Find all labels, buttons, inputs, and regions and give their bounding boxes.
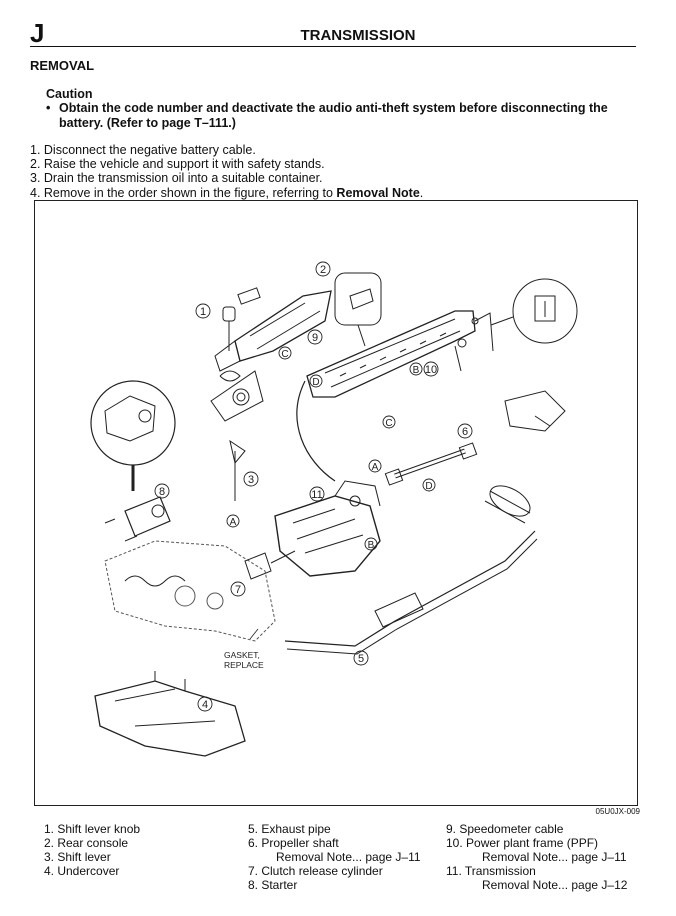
caution-heading: Caution: [46, 87, 93, 101]
svg-text:4: 4: [202, 699, 208, 711]
step-4-suffix: .: [419, 185, 424, 200]
callout-3: 3: [243, 471, 259, 487]
callout-9: 9: [307, 329, 323, 345]
legend-item: 5. Exhaust pipe: [248, 822, 331, 836]
section-heading: REMOVAL: [30, 58, 95, 73]
letter-d-2: D: [422, 478, 436, 492]
letter-b-2: B: [409, 362, 423, 376]
letter-d-1: D: [309, 374, 323, 388]
legend-column-1: 1. Shift lever knob 2. Rear console 3. S…: [44, 822, 140, 878]
legend-item: 4. Undercover: [44, 864, 120, 878]
callout-1: 1: [195, 303, 211, 319]
callout-2: 2: [315, 261, 331, 277]
legend-note: Removal Note... page J–12: [482, 878, 628, 892]
legend-item: 7. Clutch release cylinder: [248, 864, 383, 878]
svg-text:3: 3: [248, 474, 254, 486]
legend-item: 3. Shift lever: [44, 850, 111, 864]
letter-a-1: A: [226, 514, 240, 528]
svg-text:10: 10: [425, 364, 437, 376]
svg-text:C: C: [385, 418, 392, 429]
shift-lever-illustration: [210, 370, 264, 501]
svg-text:REPLACE: REPLACE: [224, 660, 264, 670]
svg-text:9: 9: [312, 332, 318, 344]
speedometer-cable-illustration: [296, 380, 336, 482]
step-1: 1. Disconnect the negative battery cable…: [30, 143, 256, 157]
legend-column-2: 5. Exhaust pipe 6. Propeller shaft Remov…: [248, 822, 421, 892]
legend-item: 1. Shift lever knob: [44, 822, 141, 836]
figure-frame: 1 2 3 4 5 6 7 8 9 10 11 A A B B C C D D …: [34, 200, 638, 806]
legend-column-3: 9. Speedometer cable 10. Power plant fra…: [446, 822, 627, 892]
letter-b-1: B: [364, 537, 378, 551]
propeller-shaft-illustration: [384, 442, 478, 486]
step-4: 4. Remove in the order shown in the figu…: [30, 186, 423, 200]
page-title: TRANSMISSION: [300, 27, 416, 44]
callout-11: 11: [309, 486, 325, 502]
callout-7: 7: [230, 581, 246, 597]
step-3: 3. Drain the transmission oil into a sui…: [30, 171, 323, 186]
svg-text:11: 11: [311, 489, 322, 501]
step-2: 2. Raise the vehicle and support it with…: [30, 157, 325, 172]
svg-text:A: A: [230, 517, 237, 528]
legend-item: 9. Speedometer cable: [446, 822, 564, 836]
power-plant-frame-illustration: [306, 310, 494, 398]
clip-detail-callout: [334, 272, 382, 347]
bullet-icon: •: [46, 101, 51, 115]
svg-text:D: D: [312, 377, 319, 388]
svg-text:6: 6: [462, 426, 468, 438]
svg-text:A: A: [372, 462, 379, 473]
undercover-illustration: [94, 671, 246, 757]
transmission-exploded-diagram: 1 2 3 4 5 6 7 8 9 10 11 A A B B C C D D …: [90, 261, 578, 757]
svg-text:C: C: [281, 349, 288, 360]
legend-item: 2. Rear console: [44, 836, 129, 850]
clutch-release-cylinder-illustration: [244, 550, 296, 580]
section-letter: J: [30, 18, 45, 48]
legend-note: Removal Note... page J–11: [276, 850, 421, 864]
gasket-label: GASKET, REPLACE: [224, 650, 264, 670]
exhaust-illustration: [284, 485, 538, 655]
frame-detail-circle: [490, 278, 578, 344]
legend-item: 6. Propeller shaft: [248, 836, 339, 850]
differential-illustration: [504, 390, 566, 432]
legend-note: Removal Note... page J–11: [482, 850, 627, 864]
callout-10: 10: [423, 361, 439, 377]
svg-text:B: B: [368, 540, 375, 551]
callout-8: 8: [154, 483, 170, 499]
legend-item: 11. Transmission: [446, 864, 536, 878]
callout-5: 5: [353, 650, 369, 666]
caution-text: Obtain the code number and deactivate th…: [59, 101, 608, 130]
callout-6: 6: [457, 423, 473, 439]
rear-console-illustration: [214, 287, 332, 372]
legend-item: 8. Starter: [248, 878, 298, 892]
svg-text:5: 5: [358, 653, 364, 665]
step-4-bold: Removal Note: [336, 185, 420, 200]
callout-4: 4: [197, 696, 213, 712]
header-rule: [30, 46, 636, 47]
letter-c-1: C: [278, 346, 292, 360]
engine-illustration: [104, 540, 276, 642]
starter-illustration: [104, 496, 171, 542]
svg-text:D: D: [425, 481, 432, 492]
svg-text:8: 8: [159, 486, 165, 498]
figure-code: 05U0JX-009: [595, 807, 640, 816]
starter-detail-circle: [90, 380, 176, 491]
letter-markers: A A B B C C D D: [226, 346, 436, 551]
letter-a-2: A: [368, 459, 382, 473]
svg-text:2: 2: [320, 264, 326, 276]
step-4-prefix: 4. Remove in the order shown in the figu…: [30, 185, 337, 200]
legend-item: 10. Power plant frame (PPF): [446, 836, 599, 850]
svg-text:7: 7: [235, 584, 241, 596]
svg-text:1: 1: [200, 306, 206, 318]
svg-text:GASKET,: GASKET,: [224, 650, 260, 660]
procedure-steps: 1. Disconnect the negative battery cable…: [30, 143, 423, 200]
letter-c-2: C: [382, 415, 396, 429]
shift-lever-knob-illustration: [222, 306, 236, 351]
svg-text:B: B: [413, 365, 420, 376]
transmission-illustration: [274, 480, 381, 577]
callout-markers: 1 2 3 4 5 6 7 8 9 10 11: [154, 261, 473, 712]
